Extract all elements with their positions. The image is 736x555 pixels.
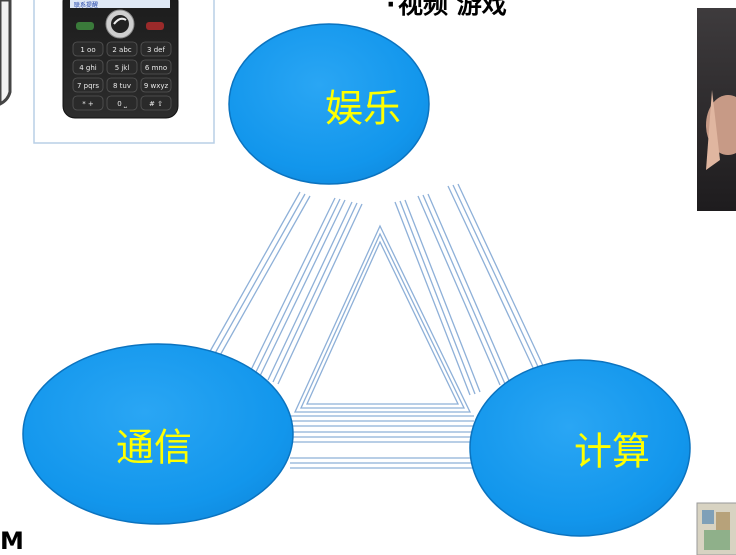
connector-left bbox=[203, 191, 363, 385]
thumbnail-block-2 bbox=[716, 512, 730, 530]
phone-key bbox=[72, 41, 104, 57]
node-communication-shape bbox=[22, 343, 294, 525]
top-caption: 视频 游戏 bbox=[398, 0, 507, 19]
node-entertainment: 娱乐 bbox=[228, 23, 430, 185]
phone-key bbox=[106, 59, 138, 75]
phone-key-label: 6 mno bbox=[145, 64, 167, 72]
person-hand bbox=[706, 90, 720, 170]
person-photo bbox=[697, 8, 736, 211]
partial-device-outline bbox=[0, 0, 12, 106]
node-communication-label: 通信 bbox=[116, 426, 192, 470]
phone-key-label: 7 pqrs bbox=[77, 82, 99, 90]
phone-key bbox=[140, 77, 172, 93]
phone-key-label: 2 abc bbox=[112, 46, 131, 54]
node-communication: 通信 bbox=[22, 343, 294, 525]
connector-bottom bbox=[290, 415, 474, 469]
phone-nav-glint bbox=[113, 17, 127, 25]
thumbnail-block-3 bbox=[704, 530, 730, 550]
phone-key bbox=[106, 95, 138, 111]
node-computing: 计算 bbox=[469, 359, 691, 537]
bottom-left-cut-text: M bbox=[0, 527, 24, 555]
phone-key bbox=[106, 77, 138, 93]
phone-key-label: 5 jkl bbox=[115, 64, 130, 72]
phone-key bbox=[72, 95, 104, 111]
phone-key-label: 3 def bbox=[147, 46, 165, 54]
phone-key-label: 4 ghi bbox=[79, 64, 97, 72]
connectors bbox=[203, 183, 546, 469]
phone-key bbox=[72, 59, 104, 75]
phone-key-label: * + bbox=[82, 100, 94, 108]
phone-key bbox=[106, 41, 138, 57]
phone-image: 联系提醒 1 oo 2 abc 3 def 4 ghi 5 jkl 6 mno 7 pqrs… bbox=[0, 0, 215, 144]
phone-key-label: 8 tuv bbox=[113, 82, 131, 90]
node-computing-shape bbox=[469, 359, 691, 537]
node-entertainment-label: 娱乐 bbox=[325, 87, 401, 131]
phone-key-label: 9 wxyz bbox=[144, 82, 169, 90]
top-caption-bullet: · bbox=[386, 0, 396, 19]
phone-key bbox=[140, 41, 172, 57]
thumbnail-block-1 bbox=[702, 510, 714, 524]
inner-triangle bbox=[293, 224, 472, 413]
phone-key-label: 0 ⎵ bbox=[117, 100, 127, 108]
connector-right bbox=[394, 183, 546, 396]
phone-keypad: 1 oo 2 abc 3 def 4 ghi 5 jkl 6 mno 7 pqrs 8 tuv… bbox=[72, 41, 172, 111]
thumbnail-image bbox=[696, 502, 736, 555]
phone-screen bbox=[70, 0, 170, 8]
phone-call-key bbox=[76, 22, 94, 30]
phone-screen-text: 联系提醒 bbox=[74, 1, 98, 9]
phone-key bbox=[72, 77, 104, 93]
phone-nav-center bbox=[111, 15, 129, 33]
node-computing-label: 计算 bbox=[574, 430, 650, 474]
phone-end-key bbox=[146, 22, 164, 30]
node-entertainment-shape bbox=[228, 23, 430, 185]
phone-key bbox=[140, 95, 172, 111]
phone-key-label: # ⇧ bbox=[149, 100, 163, 108]
phone-key-label: 1 oo bbox=[80, 46, 95, 54]
phone-key bbox=[140, 59, 172, 75]
